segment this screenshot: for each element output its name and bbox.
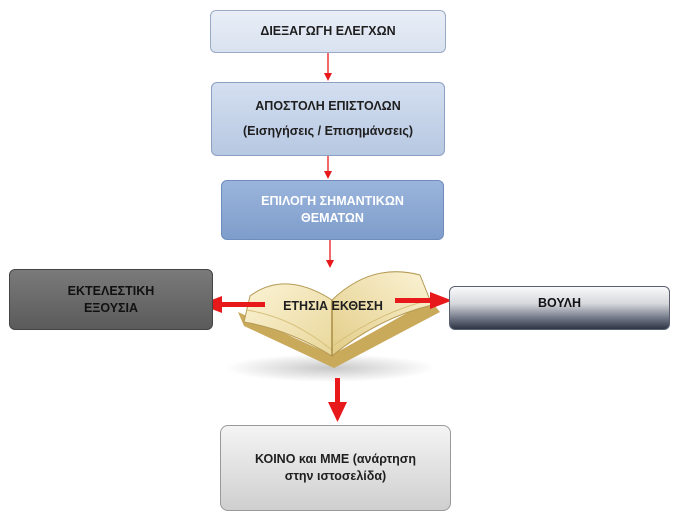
node-letters-sublabel: (Εισηγήσεις / Επισημάνσεις) [242, 124, 414, 138]
thick-arrow-down [328, 378, 347, 422]
node-audits-label: ΔΙΕΞΑΓΩΓΗ ΕΛΕΓΧΩΝ [260, 24, 396, 39]
node-executive-label-1: ΕΚΤΕΛΕΣΤΙΚΗ [67, 283, 155, 298]
thick-arrow-right [395, 292, 452, 309]
node-public-label-2: στην ιστοσελίδα) [284, 469, 387, 483]
node-audits: ΔΙΕΞΑΓΩΓΗ ΕΛΕΓΧΩΝ [210, 10, 446, 53]
open-book-icon [225, 271, 440, 382]
node-executive: ΕΚΤΕΛΕΣΤΙΚΗ ΕΞΟΥΣΙΑ [9, 269, 213, 330]
node-selection-label-2: ΘΕΜΑΤΩΝ [301, 211, 364, 225]
node-public: ΚΟΙΝΟ και ΜΜΕ (ανάρτηση στην ιστοσελίδα) [220, 425, 451, 511]
node-executive-label-2: ΕΞΟΥΣΙΑ [83, 300, 139, 315]
thin-arrow [324, 156, 332, 179]
thin-arrow [324, 53, 332, 81]
node-selection: ΕΠΙΛΟΓΗ ΣΗΜΑΝΤΙΚΩΝ ΘΕΜΑΤΩΝ [221, 180, 444, 240]
thin-arrow [326, 240, 334, 268]
node-public-label-1: ΚΟΙΝΟ και ΜΜΕ (ανάρτηση [255, 452, 416, 467]
node-report-label: ΕΤΗΣΙΑ ΕΚΘΕΣΗ [283, 299, 383, 313]
node-parliament-label: ΒΟΥΛΗ [538, 296, 581, 310]
node-selection-label-1: ΕΠΙΛΟΓΗ ΣΗΜΑΝΤΙΚΩΝ [261, 194, 404, 209]
node-letters-label: ΑΠΟΣΤΟΛΗ ΕΠΙΣΤΟΛΩΝ [255, 99, 401, 114]
node-letters: ΑΠΟΣΤΟΛΗ ΕΠΙΣΤΟΛΩΝ (Εισηγήσεις / Επισημά… [211, 82, 445, 156]
node-parliament: ΒΟΥΛΗ [449, 286, 670, 330]
